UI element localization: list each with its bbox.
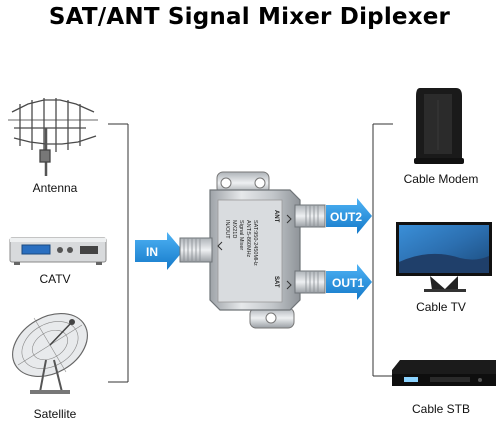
out2-arrow	[326, 198, 372, 234]
out1-arrow-label: OUT1	[332, 276, 365, 290]
cable-modem-label: Cable Modem	[403, 172, 479, 186]
out1-arrow	[326, 264, 372, 300]
cable-stb-label: Cable STB	[411, 402, 471, 416]
diagram-title: SAT/ANT Signal Mixer Diplexer	[48, 4, 451, 30]
catv-receiver-icon	[9, 237, 107, 265]
cable-modem-icon	[414, 88, 464, 164]
cable-tv-label: Cable TV	[416, 300, 466, 314]
catv-label: CATV	[39, 272, 71, 286]
diplexer-device	[179, 171, 326, 329]
left-bracket	[108, 123, 129, 383]
in-arrow	[135, 232, 183, 270]
antenna-icon	[8, 98, 98, 176]
device-line-3: Signal Mixer	[238, 220, 244, 250]
device-line-5: SAT:950-2450MHz	[252, 220, 258, 266]
port-ant-label: ANT	[273, 210, 279, 223]
out2-arrow-label: OUT2	[330, 210, 363, 224]
satellite-label: Satellite	[33, 407, 77, 421]
antenna-label: Antenna	[32, 181, 78, 195]
set-top-box-icon	[392, 360, 496, 386]
port-sat-label: SAT	[273, 276, 279, 288]
device-line-1: IN/OUT	[224, 220, 230, 239]
in-arrow-label: IN	[146, 245, 158, 259]
satellite-dish-icon	[12, 312, 88, 394]
tv-icon	[396, 222, 492, 292]
right-bracket	[372, 123, 393, 377]
device-line-4: ANT:5-860MHz	[245, 220, 251, 258]
device-line-2: MX21D	[231, 220, 237, 238]
